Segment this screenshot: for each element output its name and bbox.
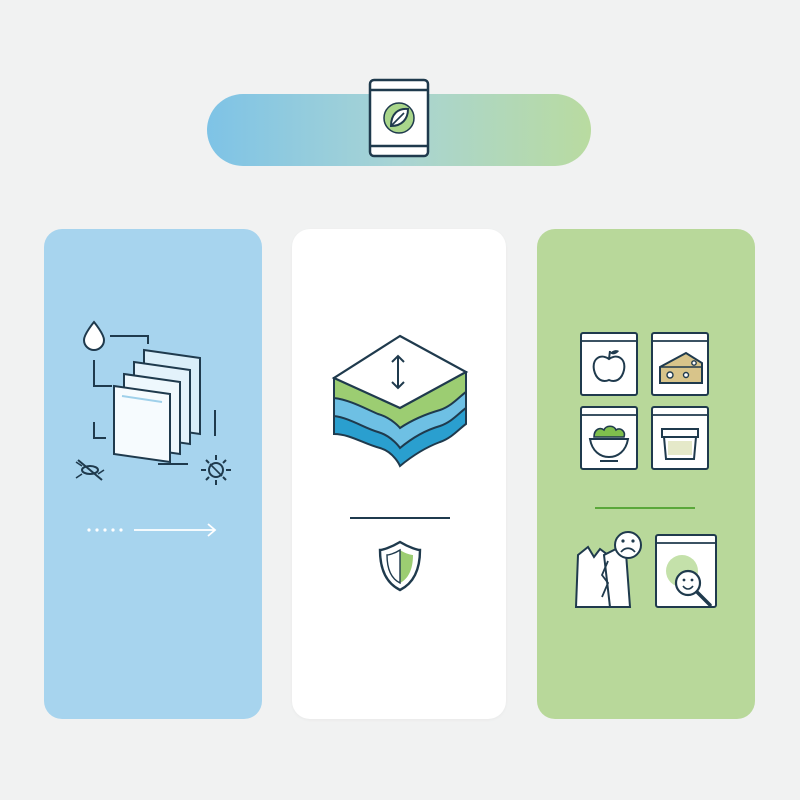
layered-films-diagram [75,320,231,537]
torn-bag-icon [574,545,632,608]
food-freshness-diagram [574,332,717,608]
panel-barrier-protection [44,229,262,719]
water-drop-icon [82,320,106,352]
panel-food-freshness [537,229,755,719]
leaf-pouch-icon [366,76,432,160]
salad-bowl-pouch-icon [580,406,638,470]
container-pouch-icon [651,406,709,470]
sad-face-icon [614,531,642,559]
sun-icon [201,455,231,485]
thickness-arrow-icon [391,354,405,390]
cheese-pouch-icon [651,332,709,396]
no-insect-icon [75,459,105,481]
shield-icon [378,540,422,592]
apple-pouch-icon [580,332,638,396]
panel-layered-material [292,229,506,719]
dotted-arrow-icon [87,523,217,537]
magnifier-smile-icon [674,569,712,607]
layered-material-block-icon [331,334,469,468]
layered-films-icon [113,348,201,464]
layered-material-diagram [331,334,469,592]
